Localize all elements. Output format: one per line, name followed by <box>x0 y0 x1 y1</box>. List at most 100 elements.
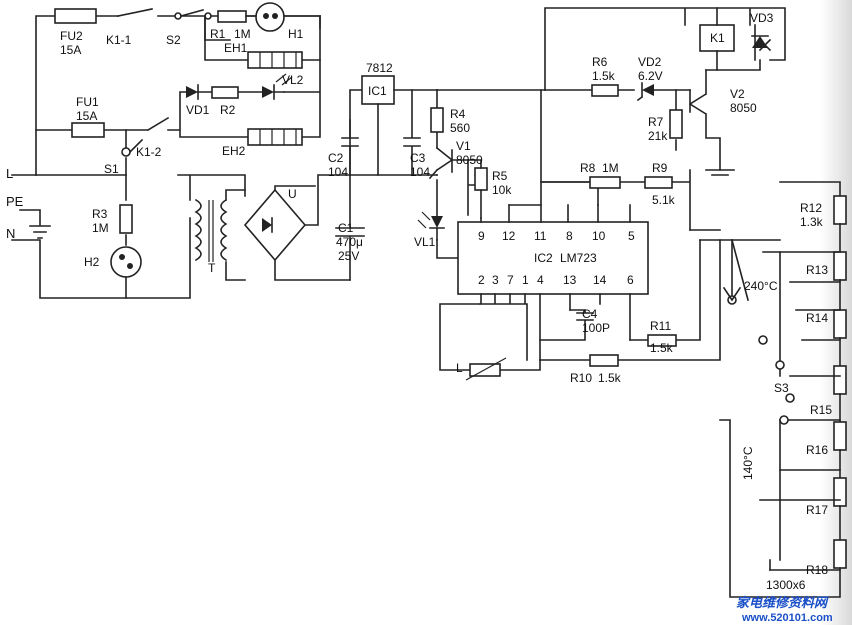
label-c3: C3 <box>410 151 426 165</box>
resistor-r12 <box>833 195 847 225</box>
label-r1-value: 1M <box>234 27 251 41</box>
diode-vd1 <box>186 86 198 98</box>
watermark-title: 家电维修资料网 <box>736 595 829 610</box>
label-fu2: FU2 <box>60 29 83 43</box>
led-vl1 <box>431 216 443 228</box>
transistor-v2 <box>688 69 721 171</box>
label-r2: R2 <box>220 103 236 117</box>
label-r15: R15 <box>810 403 832 417</box>
label-eh1: EH1 <box>224 41 248 55</box>
label-vl2: VL2 <box>282 73 304 87</box>
label-r11-value: 1.5k <box>650 341 674 355</box>
ic2-pin-bottom: 2 <box>478 273 485 287</box>
label-r9: R9 <box>652 161 668 175</box>
resistor-r4 <box>430 107 444 133</box>
label-r18: R18 <box>806 563 828 577</box>
lamp-h1 <box>255 2 285 32</box>
label-vd2-value: 6.2V <box>638 69 663 83</box>
ic2-pin-top: 8 <box>566 229 573 243</box>
label-v1-part: 8050 <box>456 153 483 167</box>
resistor-r15 <box>833 365 847 395</box>
label-r14: R14 <box>806 311 828 325</box>
label-k1-2: K1-2 <box>136 145 162 159</box>
watermark: 家电维修资料网 www.520101.com <box>736 595 833 624</box>
label-c4-value: 100P <box>582 321 610 335</box>
label-r3-value: 1M <box>92 221 109 235</box>
label-r7: R7 <box>648 115 664 129</box>
ic2-pin-bottom: 3 <box>492 273 499 287</box>
zener-vd2 <box>642 84 654 96</box>
ic2-pin-bottom: 4 <box>537 273 544 287</box>
label-c3-value: 104 <box>410 165 430 179</box>
label-c1: C1 <box>338 221 354 235</box>
switch-s2-terminal <box>174 12 182 20</box>
label-c2-value: 104 <box>328 165 348 179</box>
label-r3: R3 <box>92 207 108 221</box>
resistor-r11 <box>647 334 677 347</box>
ic2-pin-bottom: 7 <box>507 273 514 287</box>
label-v1: V1 <box>456 139 471 153</box>
label-s3: S3 <box>774 381 789 395</box>
regulator-section <box>341 75 546 259</box>
heater-eh1 <box>247 51 303 69</box>
label-c4: C4 <box>582 307 598 321</box>
label-r4-value: 560 <box>450 121 470 135</box>
label-k1: K1 <box>710 31 725 45</box>
label-n: N <box>6 226 15 241</box>
label-r16: R16 <box>806 443 828 457</box>
label-c1-voltage: 25V <box>338 249 359 263</box>
label-fu2-rating: 15A <box>60 43 81 57</box>
ic2-pin-top: 5 <box>628 229 635 243</box>
label-l: L <box>6 166 13 181</box>
label-r13: R13 <box>806 263 828 277</box>
label-vd2: VD2 <box>638 55 662 69</box>
label-ic2: IC2 <box>534 251 553 265</box>
resistor-r9 <box>644 176 673 189</box>
label-r11: R11 <box>650 319 671 333</box>
label-eh2: EH2 <box>222 144 246 158</box>
ic2-pin-top: 9 <box>478 229 485 243</box>
label-r10-value: 1.5k <box>598 371 622 385</box>
ic2-pin-top: 12 <box>502 229 516 243</box>
label-c1-value: 470μ <box>336 235 363 249</box>
resistor-r13 <box>833 251 847 281</box>
led-vl2 <box>262 86 274 98</box>
ic2-pin-bottom: 6 <box>627 273 634 287</box>
component-labels: FU2 15A K1-1 S2 R1 1M EH1 H1 FU1 15A VD1… <box>6 11 832 592</box>
resistor-r18 <box>833 539 847 569</box>
resistor-r7 <box>669 109 683 139</box>
label-s2: S2 <box>166 33 181 47</box>
label-r10: R10 <box>570 371 592 385</box>
transistor-v1 <box>428 146 469 180</box>
label-r9-value: 5.1k <box>652 193 676 207</box>
resistor-r14 <box>833 309 847 339</box>
label-u: U <box>288 187 297 201</box>
ic2-pin-bottom: 14 <box>593 273 607 287</box>
label-c2: C2 <box>328 151 344 165</box>
label-vl1: VL1 <box>414 235 436 249</box>
ic2-pin-top: 11 <box>534 229 547 243</box>
label-s1: S1 <box>104 162 119 176</box>
label-ic1-part: 7812 <box>366 61 393 75</box>
transformer-t <box>177 174 246 201</box>
label-fu1-rating: 15A <box>76 109 97 123</box>
fuse-fu1 <box>71 122 105 138</box>
label-temp-high: 240°C <box>744 279 778 293</box>
label-r12-value: 1.3k <box>800 215 824 229</box>
resistor-r16 <box>833 421 847 451</box>
resistor-r10 <box>589 354 619 367</box>
label-v2-part: 8050 <box>730 101 757 115</box>
switch-s1 <box>121 147 131 157</box>
label-r4: R4 <box>450 107 466 121</box>
resistor-r17 <box>833 477 847 507</box>
label-r6-value: 1.5k <box>592 69 616 83</box>
fuse-fu2 <box>54 8 97 24</box>
label-t: T <box>208 261 216 275</box>
label-r13-18-value: 1300x6 <box>766 578 806 592</box>
ic2-pin-bottom: 1 <box>522 273 529 287</box>
lamp-h2 <box>110 246 142 278</box>
resistor-r8 <box>589 176 621 189</box>
ic2-lm723 <box>457 221 649 295</box>
label-r12: R12 <box>800 201 822 215</box>
